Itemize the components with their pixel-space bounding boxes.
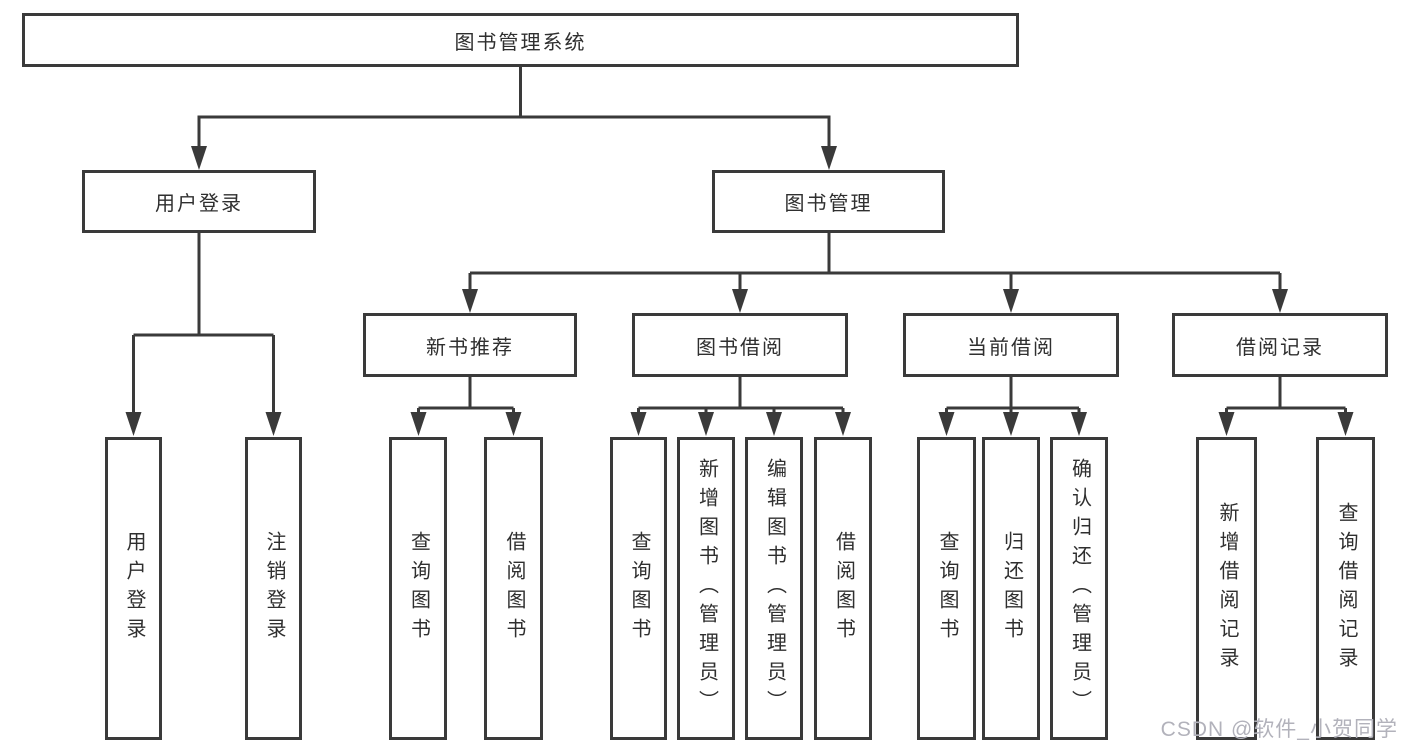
leaf-logout: 注销登录 — [245, 437, 302, 740]
node-borrowing-records: 借阅记录 — [1172, 313, 1388, 377]
arrowheads — [125, 146, 1354, 436]
leaf-return-book-label: 归还图书 — [1000, 530, 1023, 647]
leaf-add-book-admin: 新增图书（管理员） — [677, 437, 735, 740]
node-new-book-recommend: 新书推荐 — [363, 313, 577, 377]
node-book-management: 图书管理 — [712, 170, 945, 233]
node-root-label: 图书管理系统 — [454, 31, 587, 54]
leaf-search-books-recommend: 查询图书 — [389, 437, 447, 740]
leaf-search-borrow-record-label: 查询借阅记录 — [1335, 501, 1357, 676]
leaf-search-books-current: 查询图书 — [917, 437, 976, 740]
leaf-confirm-return-admin: 确认归还（管理员） — [1050, 437, 1108, 740]
leaf-add-book-admin-label: 新增图书（管理员） — [695, 458, 718, 719]
node-book-borrowing-label: 图书借阅 — [696, 336, 784, 359]
node-root: 图书管理系统 — [22, 13, 1019, 67]
leaf-search-borrow-record: 查询借阅记录 — [1316, 437, 1375, 740]
leaf-search-books-borrowing: 查询图书 — [610, 437, 667, 740]
leaf-add-borrow-record: 新增借阅记录 — [1196, 437, 1257, 740]
leaf-search-books-recommend-label: 查询图书 — [407, 530, 430, 647]
leaf-search-books-borrowing-label: 查询图书 — [628, 530, 650, 647]
leaf-search-books-current-label: 查询图书 — [936, 530, 958, 647]
leaf-return-book: 归还图书 — [982, 437, 1040, 740]
node-current-borrowing: 当前借阅 — [903, 313, 1119, 377]
leaf-edit-book-admin: 编辑图书（管理员） — [745, 437, 803, 740]
leaf-borrow-books-borrowing-label: 借阅图书 — [832, 530, 855, 647]
leaf-edit-book-admin-label: 编辑图书（管理员） — [763, 458, 786, 719]
leaf-logout-label: 注销登录 — [263, 530, 285, 647]
node-book-management-label: 图书管理 — [784, 193, 873, 215]
leaf-user-login-label: 用户登录 — [123, 530, 145, 647]
node-user-login-label: 用户登录 — [155, 193, 243, 215]
leaf-user-login: 用户登录 — [105, 437, 162, 740]
leaf-borrow-books-recommend-label: 借阅图书 — [503, 530, 525, 647]
leaf-borrow-books-borrowing: 借阅图书 — [814, 437, 872, 740]
leaf-add-borrow-record-label: 新增借阅记录 — [1216, 501, 1238, 676]
leaf-confirm-return-admin-label: 确认归还（管理员） — [1068, 458, 1091, 719]
node-borrowing-records-label: 借阅记录 — [1236, 336, 1324, 359]
node-book-borrowing: 图书借阅 — [632, 313, 848, 377]
node-new-book-recommend-label: 新书推荐 — [426, 336, 514, 359]
node-current-borrowing-label: 当前借阅 — [967, 336, 1055, 359]
node-user-login: 用户登录 — [82, 170, 316, 233]
leaf-borrow-books-recommend: 借阅图书 — [484, 437, 543, 740]
